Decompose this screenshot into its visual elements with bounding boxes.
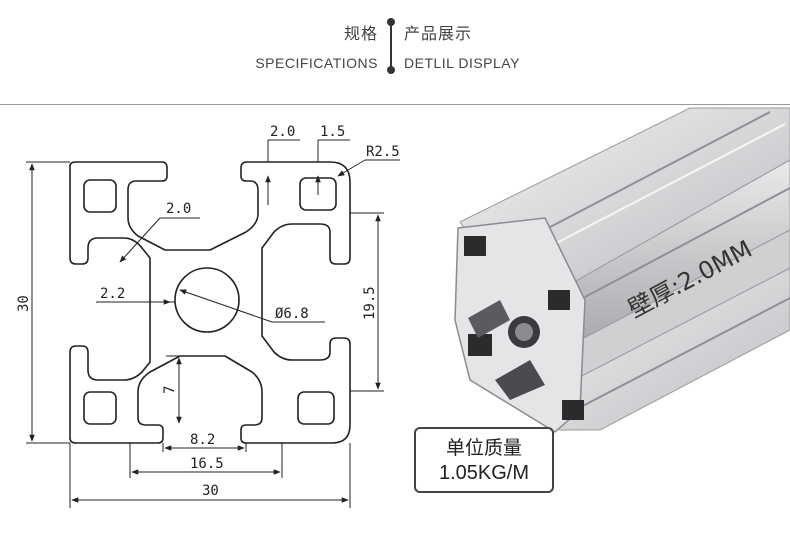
content-frame bbox=[0, 104, 790, 550]
dim-top-lip: 1.5 bbox=[320, 124, 345, 140]
dim-slot-opening: 8.2 bbox=[190, 432, 215, 448]
header-divider-dot-top bbox=[387, 18, 395, 26]
dim-slot-height: 19.5 bbox=[362, 286, 378, 320]
header-divider bbox=[390, 22, 392, 66]
header-title-zh-left: 规格 bbox=[343, 24, 378, 43]
weight-box: 单位质量 1.05KG/M bbox=[414, 427, 554, 493]
dimension-labels: 2.0 1.5 R2.5 2.0 2.2 Ø6.8 8.2 16.5 30 30… bbox=[16, 124, 400, 499]
weight-value: 1.05KG/M bbox=[438, 462, 530, 484]
dim-overall-height: 30 bbox=[16, 295, 32, 312]
dim-core-wall: 2.2 bbox=[100, 286, 125, 302]
dim-corner-radius: R2.5 bbox=[366, 144, 400, 160]
header-divider-dot-bottom bbox=[387, 66, 395, 74]
dim-top-slot-width: 2.0 bbox=[270, 124, 295, 140]
profile-photo: 壁厚:2.0MM bbox=[454, 107, 790, 433]
dimension-lines bbox=[26, 139, 400, 508]
dim-wall: 2.0 bbox=[166, 201, 191, 217]
header-title-zh-right: 产品展示 bbox=[404, 24, 473, 43]
dim-overall-width: 30 bbox=[202, 483, 219, 499]
dim-slot-inner-width: 16.5 bbox=[190, 456, 224, 472]
header-title-en-left: SPECIFICATIONS bbox=[255, 55, 378, 71]
dim-slot-depth: 7 bbox=[162, 386, 178, 394]
weight-label: 单位质量 bbox=[445, 437, 522, 459]
dim-hole: Ø6.8 bbox=[275, 306, 309, 322]
header-title-en-right: DETLIL DISPLAY bbox=[404, 55, 520, 71]
profile-drawing: 2.0 1.5 R2.5 2.0 2.2 Ø6.8 8.2 16.5 30 30… bbox=[16, 124, 400, 508]
profile-outline bbox=[69, 161, 351, 444]
profile-body bbox=[454, 107, 790, 433]
